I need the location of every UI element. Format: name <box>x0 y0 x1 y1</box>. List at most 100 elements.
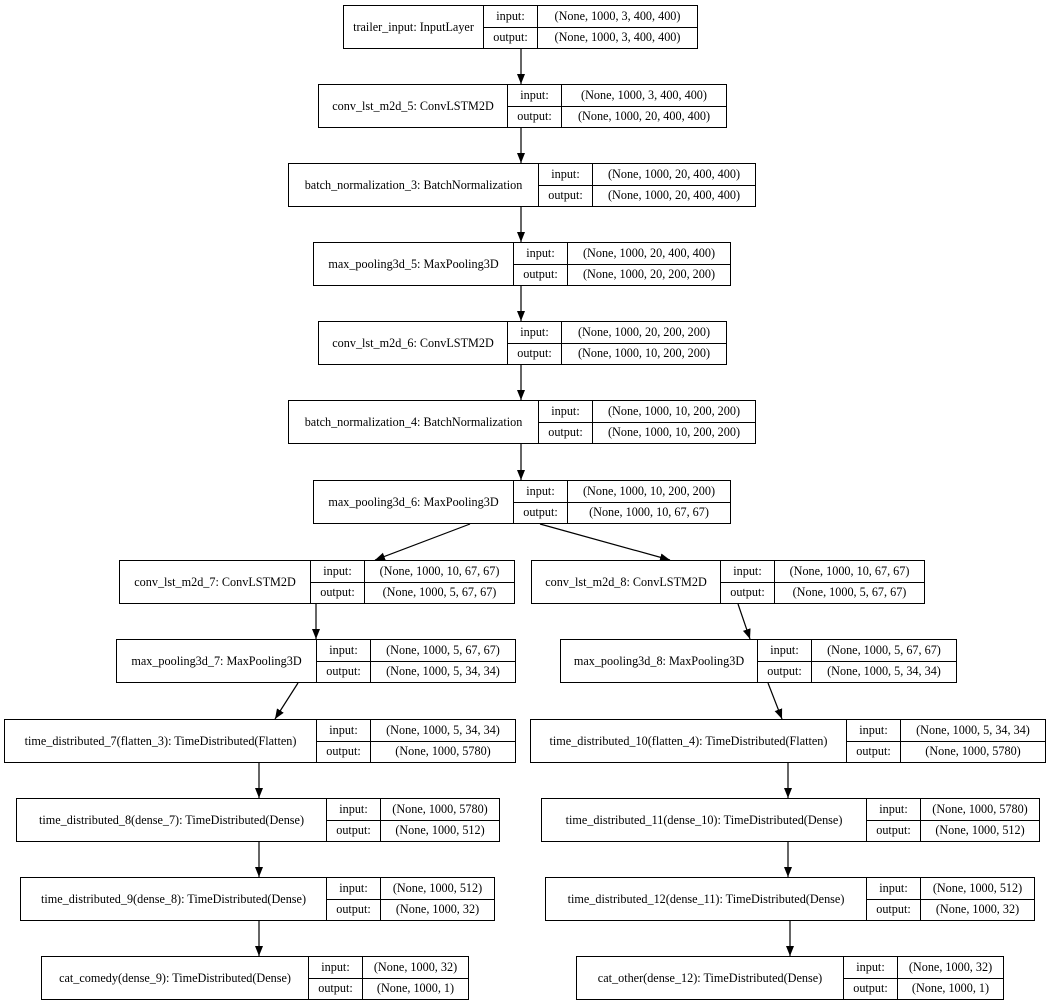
input-label: input: <box>317 640 370 662</box>
shape-column: (None, 1000, 5780)(None, 1000, 512) <box>381 799 499 841</box>
shape-column: (None, 1000, 10, 200, 200) (None, 1000, 1… <box>568 481 730 523</box>
io-label-column: input:output: <box>514 243 568 285</box>
input-label: input: <box>327 878 380 900</box>
output-shape: (None, 1000, 1) <box>376 981 455 996</box>
output-label: output: <box>326 664 361 679</box>
input-shape: (None, 1000, 5, 67, 67) <box>812 640 956 662</box>
layer-name: batch_normalization_3: BatchNormalizatio… <box>289 164 539 206</box>
output-shape: (None, 1000, 32) <box>395 902 480 917</box>
layer-node-cat_comedy: cat_comedy(dense_9): TimeDistributed(Den… <box>41 956 469 1000</box>
layer-name: conv_lst_m2d_6: ConvLSTM2D <box>319 322 508 364</box>
input-shape: (None, 1000, 10, 200, 200) <box>593 401 755 423</box>
input-shape: (None, 1000, 5, 34, 34) <box>371 720 515 742</box>
input-shape: (None, 1000, 5, 34, 34) <box>901 720 1045 742</box>
io-label-column: input:output: <box>867 799 921 841</box>
output-shape: (None, 1000, 10, 67, 67) <box>589 505 709 520</box>
layer-name: time_distributed_12(dense_11): TimeDistr… <box>546 878 867 920</box>
input-shape: (None, 1000, 32) <box>898 957 1003 979</box>
shape-column: (None, 1000, 3, 400, 400)(None, 1000, 20… <box>562 85 726 127</box>
io-label-column: input:output: <box>327 799 381 841</box>
output-label: output: <box>548 188 583 203</box>
shape-column: (None, 1000, 5, 34, 34) (None, 1000, 5780… <box>371 720 515 762</box>
input-shape: (None, 1000, 3, 400, 400) <box>538 6 697 28</box>
input-shape: (None, 1000, 10, 67, 67) <box>365 561 514 583</box>
output-shape: (None, 1000, 5, 34, 34) <box>386 664 500 679</box>
output-label: output: <box>876 902 911 917</box>
output-shape: (None, 1000, 5, 67, 67) <box>382 585 497 600</box>
shape-column: (None, 1000, 32) (None, 1000, 1) <box>898 957 1003 999</box>
io-label-column: input:output: <box>327 878 381 920</box>
io-label-column: input: output: <box>317 640 371 682</box>
shape-column: (None, 1000, 10, 67, 67) (None, 1000, 5, … <box>365 561 514 603</box>
layer-name: cat_comedy(dense_9): TimeDistributed(Den… <box>42 957 309 999</box>
input-label: input: <box>317 720 370 742</box>
input-shape: (None, 1000, 5, 67, 67) <box>371 640 515 662</box>
shape-column: (None, 1000, 512)(None, 1000, 32) <box>921 878 1034 920</box>
output-label: output: <box>336 823 371 838</box>
layer-name: conv_lst_m2d_7: ConvLSTM2D <box>120 561 311 603</box>
output-label: output: <box>326 744 361 759</box>
output-label: output: <box>517 346 552 361</box>
output-shape: (None, 1000, 20, 400, 400) <box>607 188 740 203</box>
input-shape: (None, 1000, 32) <box>363 957 468 979</box>
io-label-column: input: output: <box>317 720 371 762</box>
input-label: input: <box>847 720 900 742</box>
output-shape: (None, 1000, 512) <box>935 823 1025 838</box>
output-label: output: <box>523 505 558 520</box>
output-shape: (None, 1000, 20, 400, 400) <box>577 109 710 124</box>
edge-max_pooling3d_7-to-time_distributed_7 <box>274 682 299 720</box>
output-label: output: <box>318 981 353 996</box>
layer-name: time_distributed_8(dense_7): TimeDistrib… <box>17 799 327 841</box>
output-label: output: <box>523 267 558 282</box>
io-label-column: input:output: <box>721 561 775 603</box>
input-shape: (None, 1000, 512) <box>381 878 494 900</box>
layer-name: conv_lst_m2d_8: ConvLSTM2D <box>532 561 721 603</box>
shape-column: (None, 1000, 20, 400, 400)(None, 1000, 2… <box>568 243 730 285</box>
layer-name: cat_other(dense_12): TimeDistributed(Den… <box>577 957 844 999</box>
output-shape: (None, 1000, 3, 400, 400) <box>554 30 681 45</box>
shape-column: (None, 1000, 512) (None, 1000, 32) <box>381 878 494 920</box>
output-shape: (None, 1000, 20, 200, 200) <box>582 267 715 282</box>
output-label: output: <box>853 981 888 996</box>
io-label-column: input:output: <box>508 85 562 127</box>
input-label: input: <box>758 640 811 662</box>
layer-node-time_distributed_8: time_distributed_8(dense_7): TimeDistrib… <box>16 798 500 842</box>
shape-column: (None, 1000, 10, 200, 200) (None, 1000, 1… <box>593 401 755 443</box>
output-shape: (None, 1000, 10, 200, 200) <box>607 425 740 440</box>
layer-name: max_pooling3d_5: MaxPooling3D <box>314 243 514 285</box>
shape-column: (None, 1000, 5, 67, 67) (None, 1000, 5, 3… <box>371 640 515 682</box>
shape-column: (None, 1000, 5780) (None, 1000, 512) <box>921 799 1039 841</box>
output-shape: (None, 1000, 5780) <box>925 744 1021 759</box>
input-shape: (None, 1000, 5780) <box>381 799 499 821</box>
io-label-column: input: output: <box>539 164 593 206</box>
io-label-column: input:output: <box>514 481 568 523</box>
layer-name: trailer_input: InputLayer <box>344 6 484 48</box>
output-label: output: <box>730 585 765 600</box>
output-shape: (None, 1000, 5, 67, 67) <box>792 585 907 600</box>
input-label: input: <box>484 6 537 28</box>
output-shape: (None, 1000, 5780) <box>395 744 491 759</box>
shape-column: (None, 1000, 20, 200, 200)(None, 1000, 1… <box>562 322 726 364</box>
input-label: input: <box>539 164 592 186</box>
layer-node-batch_normalization_4: batch_normalization_4: BatchNormalizatio… <box>288 400 756 444</box>
layer-node-time_distributed_7: time_distributed_7(flatten_3): TimeDistr… <box>4 719 516 763</box>
shape-column: (None, 1000, 3, 400, 400) (None, 1000, 3,… <box>538 6 697 48</box>
input-label: input: <box>508 322 561 344</box>
io-label-column: input: output: <box>758 640 812 682</box>
output-label: output: <box>767 664 802 679</box>
input-shape: (None, 1000, 5780) <box>921 799 1039 821</box>
io-label-column: input:output: <box>847 720 901 762</box>
input-shape: (None, 1000, 10, 200, 200) <box>568 481 730 503</box>
layer-name: max_pooling3d_8: MaxPooling3D <box>561 640 758 682</box>
layer-name: max_pooling3d_6: MaxPooling3D <box>314 481 514 523</box>
layer-node-batch_normalization_3: batch_normalization_3: BatchNormalizatio… <box>288 163 756 207</box>
output-shape: (None, 1000, 1) <box>911 981 990 996</box>
shape-column: (None, 1000, 10, 67, 67)(None, 1000, 5, … <box>775 561 924 603</box>
shape-column: (None, 1000, 32) (None, 1000, 1) <box>363 957 468 999</box>
